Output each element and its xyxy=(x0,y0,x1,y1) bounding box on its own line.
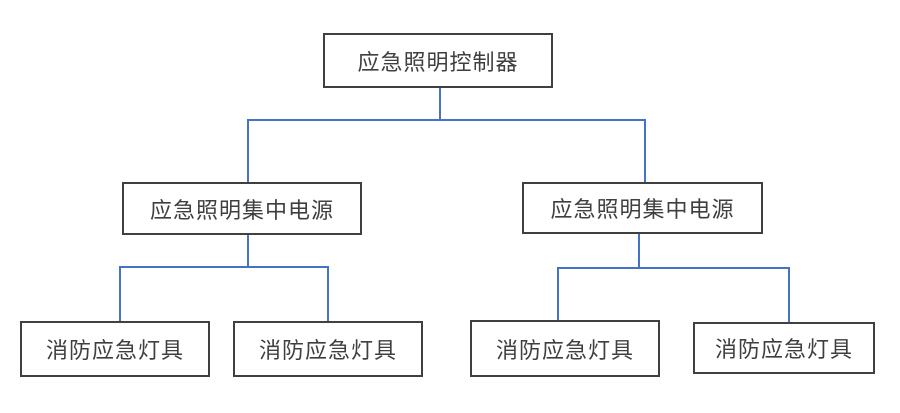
connector-power-right-to-lamps xyxy=(557,267,790,322)
node-label: 应急照明集中电源 xyxy=(550,198,735,223)
node-label: 消防应急灯具 xyxy=(495,338,634,364)
node-fire-emergency-lamp-3: 消防应急灯具 xyxy=(470,320,660,377)
node-central-power-left: 应急照明集中电源 xyxy=(122,182,362,235)
connector-controller-to-power xyxy=(247,119,646,182)
node-fire-emergency-lamp-1: 消防应急灯具 xyxy=(20,321,210,377)
node-fire-emergency-lamp-2: 消防应急灯具 xyxy=(233,321,423,377)
node-label: 消防应急灯具 xyxy=(258,339,397,364)
node-label: 消防应急灯具 xyxy=(714,338,853,363)
node-label: 应急照明控制器 xyxy=(357,50,519,76)
node-central-power-right: 应急照明集中电源 xyxy=(522,182,763,234)
node-label: 应急照明集中电源 xyxy=(149,198,334,224)
node-label: 消防应急灯具 xyxy=(45,339,184,364)
connector-power-left-to-lamps xyxy=(119,266,329,321)
node-fire-emergency-lamp-4: 消防应急灯具 xyxy=(693,322,875,374)
node-emergency-lighting-controller: 应急照明控制器 xyxy=(323,33,553,88)
